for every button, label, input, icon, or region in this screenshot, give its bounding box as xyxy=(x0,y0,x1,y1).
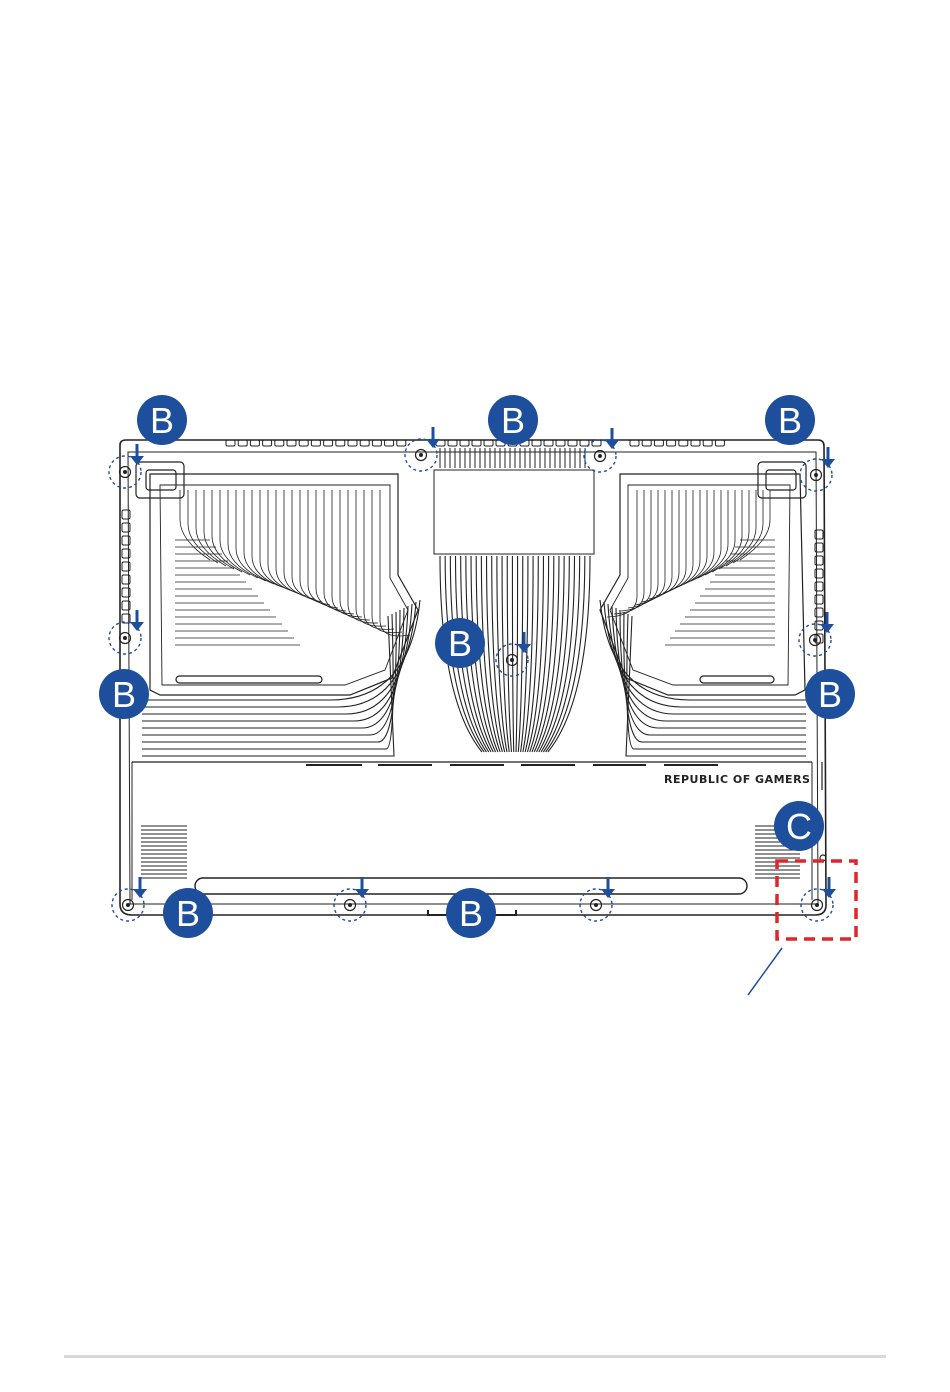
callout-badge: B xyxy=(435,618,485,668)
down-arrow-icon xyxy=(601,877,615,898)
callout-letter: B xyxy=(459,893,483,934)
callout-badge: B xyxy=(765,395,815,445)
left-fan-panel xyxy=(136,462,418,695)
callout-letter: B xyxy=(448,623,472,664)
down-arrow-icon xyxy=(821,447,835,468)
callout-letter: B xyxy=(176,893,200,934)
callout-letter: B xyxy=(150,400,174,441)
top-vent-slots xyxy=(226,440,724,446)
callout-letter: B xyxy=(778,400,802,441)
down-arrow-icon xyxy=(822,877,836,898)
down-arrow-icon xyxy=(426,427,440,448)
pointer-line xyxy=(748,948,782,995)
down-arrow-icon xyxy=(133,877,147,898)
callout-badge: B xyxy=(805,669,855,719)
callout-badge: B xyxy=(99,669,149,719)
down-arrow-icon xyxy=(355,877,369,898)
callout-letter: B xyxy=(818,674,842,715)
central-grille xyxy=(434,440,601,554)
callout-letter: B xyxy=(112,674,136,715)
down-arrow-icon xyxy=(605,428,619,449)
callout-badge: B xyxy=(137,395,187,445)
right-fan-panel xyxy=(600,462,806,695)
speaker-grilles xyxy=(141,826,800,878)
callout-badge: B xyxy=(488,395,538,445)
down-arrow-icon xyxy=(130,610,144,631)
callouts: B B B B B B B B C xyxy=(99,395,855,938)
callout-badge: B xyxy=(446,888,496,938)
down-arrow-icon xyxy=(517,632,531,653)
callout-badge: B xyxy=(163,888,213,938)
callout-letter: C xyxy=(786,806,812,847)
brand-text: REPUBLIC OF GAMERS xyxy=(664,773,810,786)
callout-letter: B xyxy=(501,400,525,441)
footer-rule xyxy=(64,1355,886,1358)
callout-badge: C xyxy=(774,801,824,851)
